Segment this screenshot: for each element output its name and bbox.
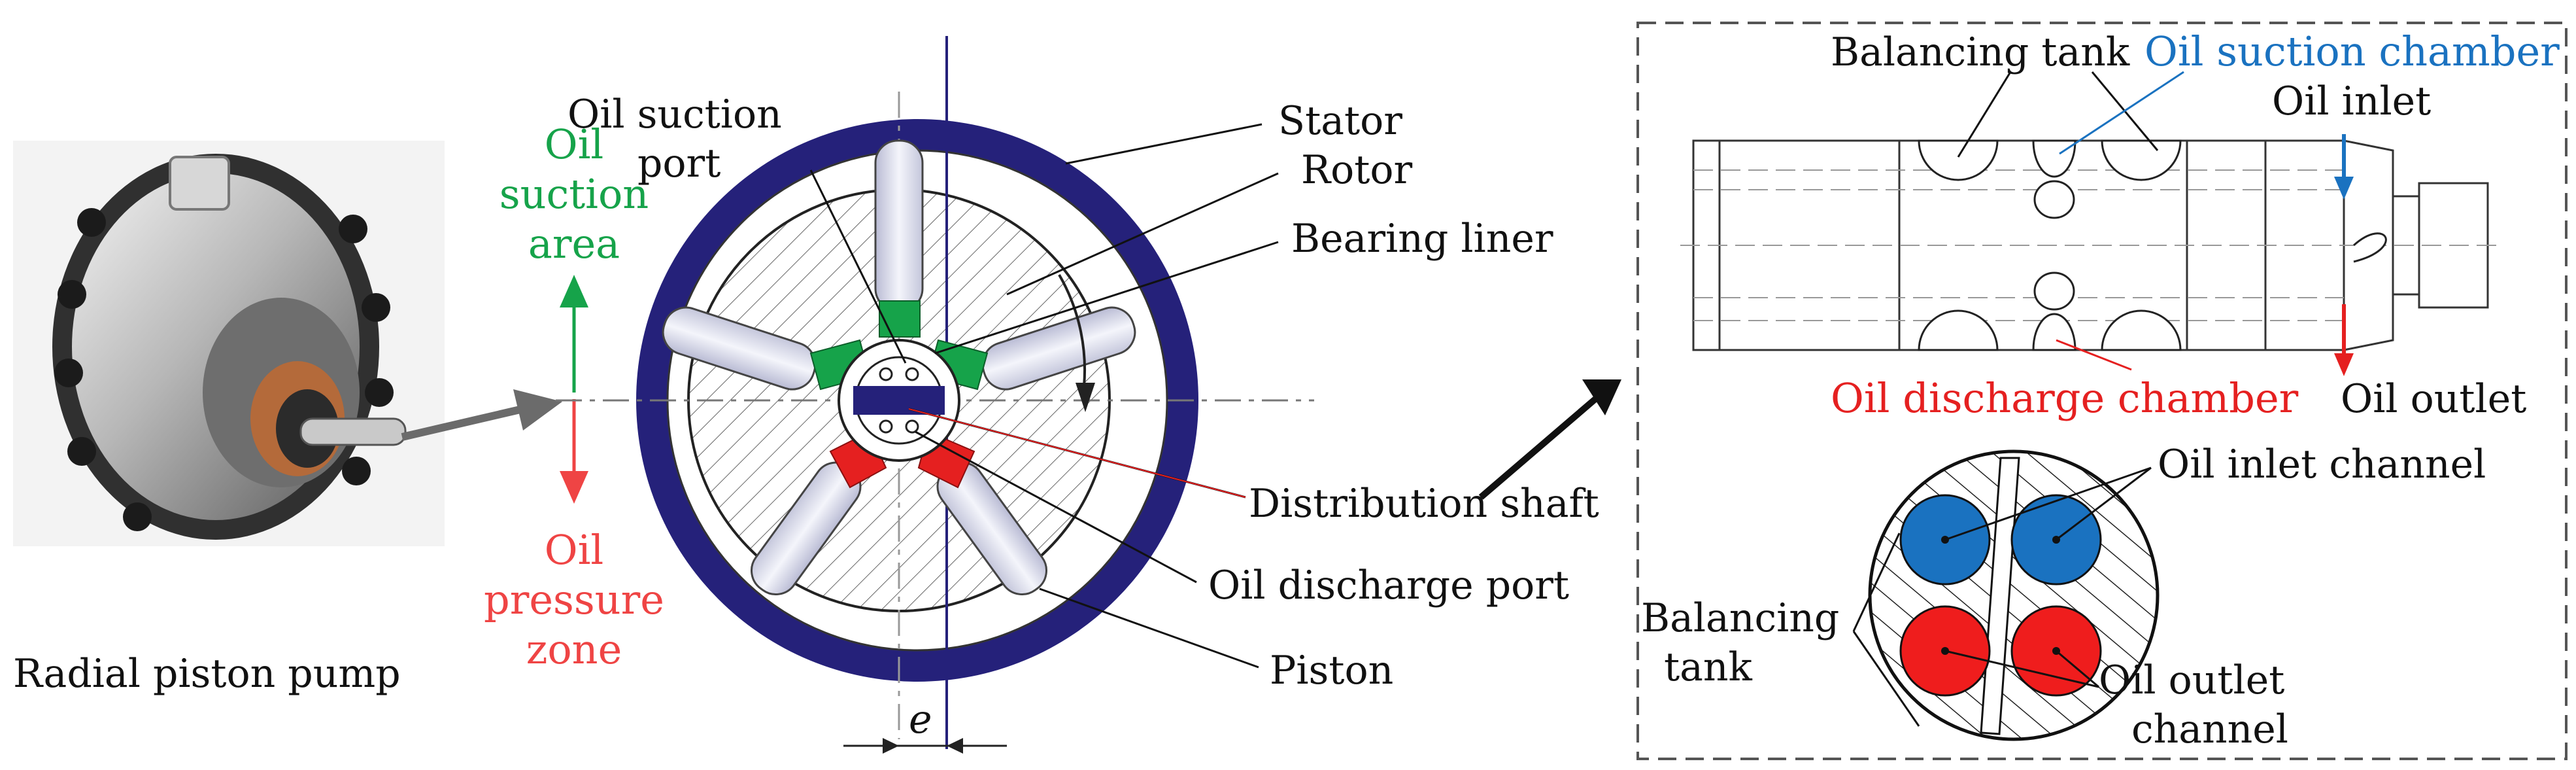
label-discharge-chamber: Oil discharge chamber (1831, 374, 2299, 422)
pump-photo: Radial piston pump (13, 141, 445, 697)
pump-to-section-arrow (401, 405, 524, 441)
suction-zone: Oil suction area (500, 120, 649, 393)
suction-port-top (879, 300, 921, 338)
label-stator: Stator (1278, 98, 1402, 144)
piston-right (981, 306, 1136, 391)
label-suction-port-line2: port (637, 141, 720, 186)
distribution-shaft-divider (853, 386, 945, 415)
shaft-section-4 (2264, 139, 2345, 351)
piston-top (874, 139, 924, 312)
label-oil-inlet: Oil inlet (2272, 79, 2431, 124)
pressure-zone-line1: Oil (545, 526, 604, 574)
distribution-shaft-holes (879, 367, 919, 434)
discharge-chamber-leader (2056, 339, 2132, 371)
pump-top-port (169, 156, 230, 211)
shaft-section-3 (2186, 139, 2267, 351)
label-balancing-tank: Balancing tank (1831, 29, 2130, 75)
section-leaders (1852, 466, 2152, 727)
pump-to-section-arrowhead (513, 389, 562, 430)
eccentricity-label: e (909, 697, 932, 743)
pressure-zone-line2: pressure (484, 576, 664, 623)
suction-zone-arrowhead (560, 275, 588, 307)
label-oil-outlet: Oil outlet (2341, 376, 2526, 422)
pump-caption: Radial piston pump (13, 651, 401, 697)
label-outlet-channel-line1: Oil outlet (2099, 657, 2284, 703)
piston-left (662, 306, 817, 391)
oil-outlet-arrowhead (2334, 353, 2354, 376)
label-balancing-tank-section-line1: Balancing (1641, 595, 1839, 641)
section-to-detail-arrowhead (1582, 379, 1621, 415)
label-suction-chamber: Oil suction chamber (2144, 27, 2560, 75)
rotation-arc (1058, 273, 1087, 387)
label-rotor: Rotor (1301, 147, 1413, 193)
suction-chamber-leader (2059, 71, 2184, 155)
label-suction-port-line1: Oil suction (568, 92, 782, 137)
suction-zone-line3: area (528, 220, 620, 268)
suction-zone-line2: suction (500, 170, 649, 218)
label-piston: Piston (1270, 648, 1393, 693)
pressure-zone-line3: zone (526, 625, 622, 673)
pump-bolts (54, 208, 394, 531)
label-balancing-tank-section-line2: tank (1664, 644, 1753, 690)
section-to-detail-arrow (1478, 396, 1598, 500)
cross-section: e Oil suction port Stator Rotor Bearing … (556, 36, 1599, 754)
pressure-zone: Oil pressure zone (484, 399, 664, 673)
label-outlet-channel-line2: channel (2131, 707, 2288, 752)
rotation-arrowhead (1076, 383, 1095, 412)
detail-frame (1636, 22, 2568, 760)
label-inlet-channel: Oil inlet channel (2158, 442, 2486, 487)
suction-zone-line1: Oil (545, 120, 604, 168)
shaft-detail-panel: Balancing tank Oil suction chamber Oil i… (1636, 22, 2568, 760)
label-bearing-liner: Bearing liner (1291, 216, 1553, 262)
label-discharge-port: Oil discharge port (1208, 563, 1569, 608)
pump-drive-shaft (299, 417, 407, 446)
oil-inlet-arrowhead (2334, 177, 2354, 200)
pressure-zone-arrowhead (560, 471, 588, 504)
pistons (662, 139, 1136, 595)
label-distribution-shaft: Distribution shaft (1249, 481, 1599, 527)
